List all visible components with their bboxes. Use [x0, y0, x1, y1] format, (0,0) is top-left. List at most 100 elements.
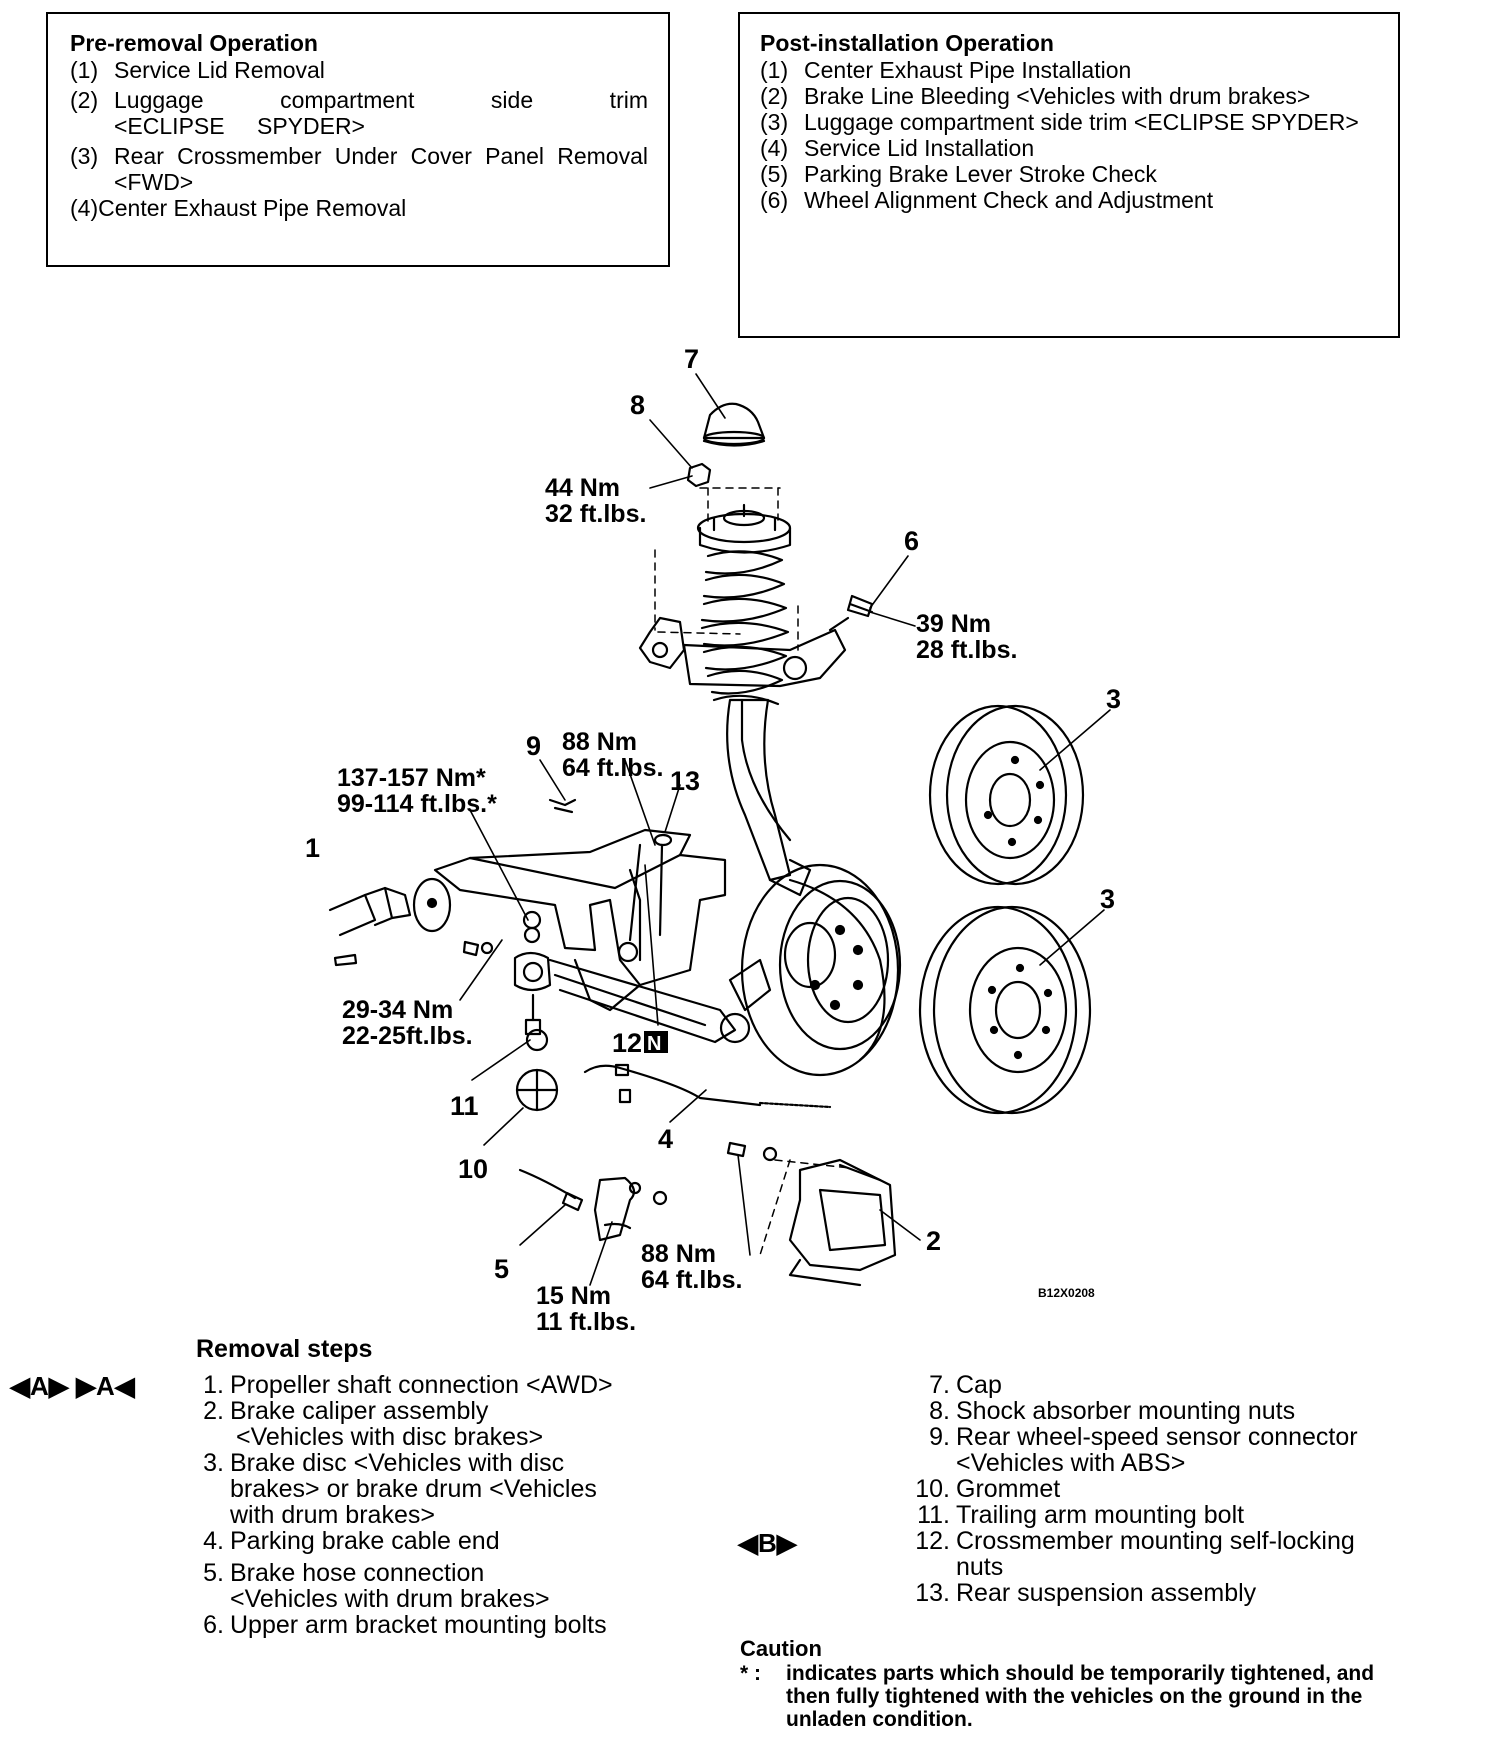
- item-text: Luggage compartment side trim <ECLIPSE S…: [804, 109, 1359, 135]
- list-item: (3) Luggage compartment side trim <ECLIP…: [760, 109, 1378, 135]
- step-text: Propeller shaft connection <AWD>: [230, 1371, 613, 1399]
- step-text: Parking brake cable end: [230, 1527, 500, 1555]
- caution-text: indicates parts which should be temporar…: [786, 1662, 1375, 1731]
- item-text: Luggage compartment side trim <ECLIPSE S…: [114, 87, 648, 139]
- list-item: 3. Brake disc <Vehicles with disc brakes…: [190, 1450, 710, 1528]
- step-number: 2.: [203, 1397, 224, 1425]
- callout-7: 7: [684, 344, 699, 374]
- step-number: 7.: [929, 1371, 950, 1399]
- upper-arm-bracket-bolt: [846, 594, 874, 618]
- post-installation-box: Post-installation Operation (1) Center E…: [738, 12, 1400, 338]
- step-text: Crossmember mounting self-locking: [956, 1527, 1355, 1555]
- step-text: Cap: [956, 1371, 1002, 1399]
- leader-lines: [459, 373, 1111, 1286]
- callout-11: 11: [450, 1091, 479, 1121]
- list-item: 9. Rear wheel-speed sensor connector <Ve…: [900, 1424, 1420, 1476]
- callout-12: 12: [612, 1028, 642, 1058]
- step-number: 3.: [203, 1449, 224, 1477]
- callout-3: 3: [1106, 684, 1121, 714]
- pre-removal-title: Pre-removal Operation: [70, 30, 318, 56]
- step-text: Upper arm bracket mounting bolts: [230, 1611, 607, 1639]
- torque-nm: 39 Nm: [916, 610, 991, 638]
- item-text: Service Lid Installation: [804, 135, 1035, 161]
- item-text: Service Lid Removal: [114, 57, 325, 83]
- step-number: 12.: [915, 1527, 950, 1555]
- step-text: <Vehicles with disc brakes>: [236, 1423, 544, 1451]
- list-item: (4) Service Lid Installation: [760, 135, 1378, 161]
- item-text: Rear Crossmember Under Cover Panel Remov…: [114, 143, 648, 195]
- upper-arm-part: [638, 616, 850, 688]
- item-number: (5): [760, 161, 789, 187]
- item-number: (2): [70, 87, 99, 113]
- brake-hose-part: [518, 1168, 668, 1242]
- item-number: (4): [760, 135, 789, 161]
- list-item: 13. Rear suspension assembly: [900, 1580, 1420, 1606]
- step-text: Rear suspension assembly: [956, 1579, 1257, 1607]
- step-text: <Vehicles with drum brakes>: [230, 1585, 550, 1613]
- brake-disc-part: [918, 905, 1092, 1115]
- list-item: 10. Grommet: [900, 1476, 1420, 1502]
- step-text: brakes> or brake drum <Vehicles: [230, 1475, 597, 1503]
- brake-drum-part: [928, 704, 1085, 886]
- trailing-arm-part: [548, 958, 751, 1044]
- removal-steps-left: 1. Propeller shaft connection <AWD> 2. B…: [190, 1372, 710, 1638]
- torque-ftlbs: 11 ft.lbs.: [536, 1308, 636, 1336]
- torque-nm: 88 Nm: [641, 1240, 716, 1268]
- step-number: 1.: [203, 1371, 224, 1399]
- list-item: (1) Center Exhaust Pipe Installation: [760, 57, 1378, 83]
- item-number: (1): [760, 57, 789, 83]
- list-item: 2. Brake caliper assembly <Vehicles with…: [190, 1398, 710, 1450]
- service-point-b-marker: ◀B▶: [738, 1528, 797, 1558]
- torque-nm: 137-157 Nm*: [337, 764, 486, 792]
- parking-brake-cable-part: [583, 1063, 832, 1109]
- pre-removal-box: Pre-removal Operation (1) Service Lid Re…: [46, 12, 670, 267]
- propeller-shaft-part: [328, 877, 494, 967]
- n-badge: N: [647, 1033, 661, 1055]
- torque-ftlbs: 32 ft.lbs.: [545, 500, 646, 528]
- caution-note: Caution * : indicates parts which should…: [740, 1636, 1420, 1731]
- callout-4: 4: [658, 1124, 673, 1154]
- hub-disc-part: [728, 863, 902, 1077]
- callout-3: 3: [1100, 884, 1115, 914]
- list-item: 12. Crossmember mounting self-locking nu…: [900, 1528, 1420, 1580]
- mounting-nut-part: [686, 462, 712, 488]
- coil-spring-part: [696, 503, 792, 706]
- list-item: (2) Brake Line Bleeding <Vehicles with d…: [760, 83, 1378, 109]
- callout-5: 5: [494, 1254, 509, 1284]
- removal-steps-right: 7. Cap 8. Shock absorber mounting nuts 9…: [900, 1372, 1420, 1606]
- step-number: 5.: [203, 1559, 224, 1587]
- step-text: Brake hose connection: [230, 1559, 485, 1587]
- item-text: Parking Brake Lever Stroke Check: [804, 161, 1157, 187]
- item-number: (4): [70, 195, 99, 221]
- torque-nm: 44 Nm: [545, 474, 620, 502]
- step-text: Shock absorber mounting nuts: [956, 1397, 1296, 1425]
- sensor-connector-part: [548, 798, 577, 814]
- caution-body: * : indicates parts which should be temp…: [740, 1662, 1420, 1731]
- brake-caliper-part: [726, 1141, 897, 1287]
- n-badge-box: [644, 1031, 668, 1053]
- torque-nm: 88 Nm: [562, 728, 637, 756]
- list-item: 1. Propeller shaft connection <AWD>: [190, 1372, 710, 1398]
- callout-2: 2: [926, 1226, 941, 1256]
- list-item: 4. Parking brake cable end: [190, 1528, 710, 1554]
- strut-knuckle-part: [726, 698, 812, 897]
- grommet-part: [515, 1068, 559, 1112]
- step-text: Grommet: [956, 1475, 1061, 1503]
- step-text: <Vehicles with ABS>: [956, 1449, 1186, 1477]
- item-number: (6): [760, 187, 789, 213]
- asterisk-marker: * :: [740, 1662, 761, 1685]
- callout-6: 6: [904, 526, 919, 556]
- list-item: 7. Cap: [900, 1372, 1420, 1398]
- torque-nm: 15 Nm: [536, 1282, 611, 1310]
- list-item: (1) Service Lid Removal: [70, 57, 648, 83]
- step-number: 8.: [929, 1397, 950, 1425]
- callout-10: 10: [458, 1154, 488, 1184]
- item-number: (1): [70, 57, 99, 83]
- step-number: 6.: [203, 1611, 224, 1639]
- rear-suspension-exploded-diagram: 7 8 6 3 3 9 13 1 12 N 11 10 4 5 2 44 Nm …: [305, 344, 1121, 1336]
- step-number: 13.: [915, 1579, 950, 1607]
- step-number: 10.: [915, 1475, 950, 1503]
- guide-lines: [654, 487, 851, 1256]
- item-number: (2): [760, 83, 789, 109]
- item-number: (3): [760, 109, 789, 135]
